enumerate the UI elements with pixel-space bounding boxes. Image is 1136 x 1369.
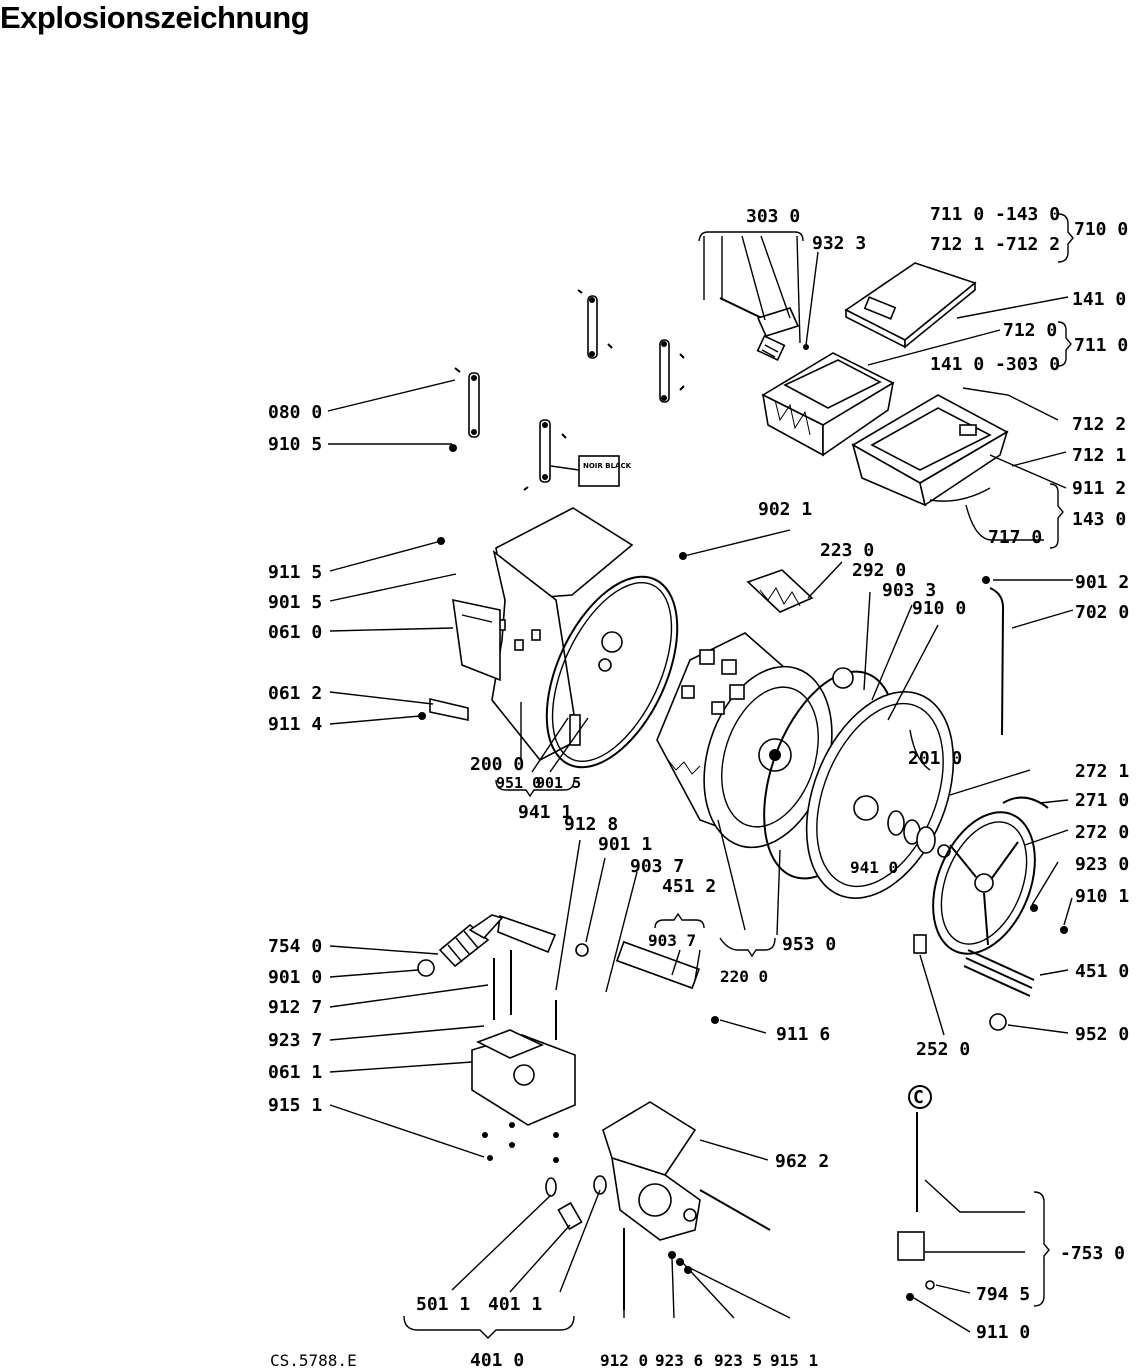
callout-401-0: 401 0 — [470, 1350, 524, 1369]
callout-143-0: 143 0 — [1072, 509, 1126, 530]
callout-912-0: 912 0 — [600, 1351, 648, 1369]
circle-c-letter: C — [913, 1087, 924, 1108]
page-title: Explosionszeichnung — [0, 0, 310, 35]
callout-912-7: 912 7 — [268, 997, 322, 1018]
outer-tub-front-part — [805, 691, 955, 899]
dispenser-hose-part — [719, 297, 809, 361]
callout-717-0: 717 0 — [988, 527, 1042, 548]
callout-712-1: 712 1 — [1072, 445, 1126, 466]
callout-962-2: 962 2 — [775, 1151, 829, 1172]
heater-element-part — [963, 949, 1035, 997]
callout-923-6: 923 6 — [655, 1351, 703, 1369]
small-fasteners-part — [418, 444, 1068, 1301]
callout-910-1: 910 1 — [1075, 886, 1129, 907]
callout-923-7: 923 7 — [268, 1030, 322, 1051]
callout-753-0: -753 0 — [1060, 1243, 1125, 1264]
base-block-part — [471, 950, 576, 1163]
callout-911-4: 911 4 — [268, 714, 322, 735]
callout-903-3: 903 3 — [882, 580, 936, 601]
callout-061-0: 061 0 — [268, 622, 322, 643]
callout-712-2: 712 2 — [1072, 414, 1126, 435]
callout-923-5: 923 5 — [714, 1351, 762, 1369]
callout-711-0-143-0: 711 0 -143 0 — [930, 204, 1060, 225]
callout-451-2: 451 2 — [662, 876, 716, 897]
top-cover-part — [844, 262, 977, 349]
drawing-code: CS.5788.E — [270, 1351, 357, 1369]
callout-272-0: 272 0 — [1075, 822, 1129, 843]
callout-915-1: 915 1 — [268, 1095, 322, 1116]
callout-141-0-303-0: 141 0 -303 0 — [930, 354, 1060, 375]
callout-794-5: 794 5 — [976, 1284, 1030, 1305]
pulley-part — [932, 811, 1036, 955]
callout-941-0: 941 0 — [850, 858, 898, 877]
callout-941-1: 941 1 — [518, 802, 572, 823]
callout-902-1: 902 1 — [758, 499, 812, 520]
housing-plate-part — [452, 598, 501, 682]
noir-black-tag-text: NOIR BLACK — [583, 462, 632, 470]
callout-401-1: 401 1 — [488, 1294, 542, 1315]
callout-932-3: 932 3 — [812, 233, 866, 254]
callout-910-0: 910 0 — [912, 598, 966, 619]
callout-911-0: 911 0 — [976, 1322, 1030, 1343]
pump-hose-part — [417, 914, 557, 977]
detergent-housing-part — [851, 394, 1009, 507]
callout-915-1-b: 915 1 — [770, 1351, 818, 1369]
callout-303-0: 303 0 — [746, 206, 800, 227]
circle-c-marker — [908, 1085, 932, 1109]
callout-952-0: 952 0 — [1075, 1024, 1129, 1045]
callout-711-0: 711 0 — [1074, 335, 1128, 356]
callout-901-0: 901 0 — [268, 967, 322, 988]
callout-141-0: 141 0 — [1072, 289, 1126, 310]
motor-part — [593, 1101, 771, 1310]
callout-901-1: 901 1 — [598, 834, 652, 855]
inner-drum-part — [656, 632, 833, 849]
detergent-drawer-part — [761, 352, 895, 457]
callout-200-0: 200 0 — [470, 754, 524, 775]
callout-903-7-b: 903 7 — [648, 931, 696, 950]
outer-tub-rear-part — [491, 507, 679, 769]
callout-901-5-tub: 901 5 — [536, 774, 581, 792]
belt-part — [1002, 796, 1049, 809]
callout-712-1-712-2: 712 1 -712 2 — [930, 234, 1060, 255]
drain-hose-part — [989, 587, 1005, 736]
brushes-part — [545, 1177, 583, 1231]
noir-black-tag — [578, 455, 620, 487]
callout-912-8: 912 8 — [564, 814, 618, 835]
callout-911-2: 911 2 — [1072, 478, 1126, 499]
leader-lines — [327, 213, 1074, 1339]
callout-923-0: 923 0 — [1075, 854, 1129, 875]
callout-901-2: 901 2 — [1075, 572, 1129, 593]
counterweight-part — [746, 569, 814, 613]
callout-710-0: 710 0 — [1074, 219, 1128, 240]
callout-911-6: 911 6 — [776, 1024, 830, 1045]
callout-223-0: 223 0 — [820, 540, 874, 561]
callout-901-5: 901 5 — [268, 592, 322, 613]
callout-292-0: 292 0 — [852, 560, 906, 581]
callout-911-5: 911 5 — [268, 562, 322, 583]
callout-702-0: 702 0 — [1075, 602, 1129, 623]
callout-271-0: 271 0 — [1075, 790, 1129, 811]
callout-951-0: 951 0 — [496, 774, 541, 792]
callout-754-0: 754 0 — [268, 936, 322, 957]
callout-910-5: 910 5 — [268, 434, 322, 455]
callout-061-2: 061 2 — [268, 683, 322, 704]
callout-272-1: 272 1 — [1075, 761, 1129, 782]
level-sensor-part — [897, 1112, 935, 1290]
callout-080-0: 080 0 — [268, 402, 322, 423]
callout-252-0: 252 0 — [916, 1039, 970, 1060]
callout-220-0: 220 0 — [720, 967, 768, 986]
callout-501-1: 501 1 — [416, 1294, 470, 1315]
callout-451-0: 451 0 — [1075, 961, 1129, 982]
small-plate-part — [429, 697, 469, 721]
callout-201-0: 201 0 — [908, 748, 962, 769]
shock-absorbers-part — [454, 289, 685, 491]
callout-712-0: 712 0 — [1003, 320, 1057, 341]
callout-953-0: 953 0 — [782, 934, 836, 955]
callout-061-1: 061 1 — [268, 1062, 322, 1083]
callout-903-7: 903 7 — [630, 856, 684, 877]
